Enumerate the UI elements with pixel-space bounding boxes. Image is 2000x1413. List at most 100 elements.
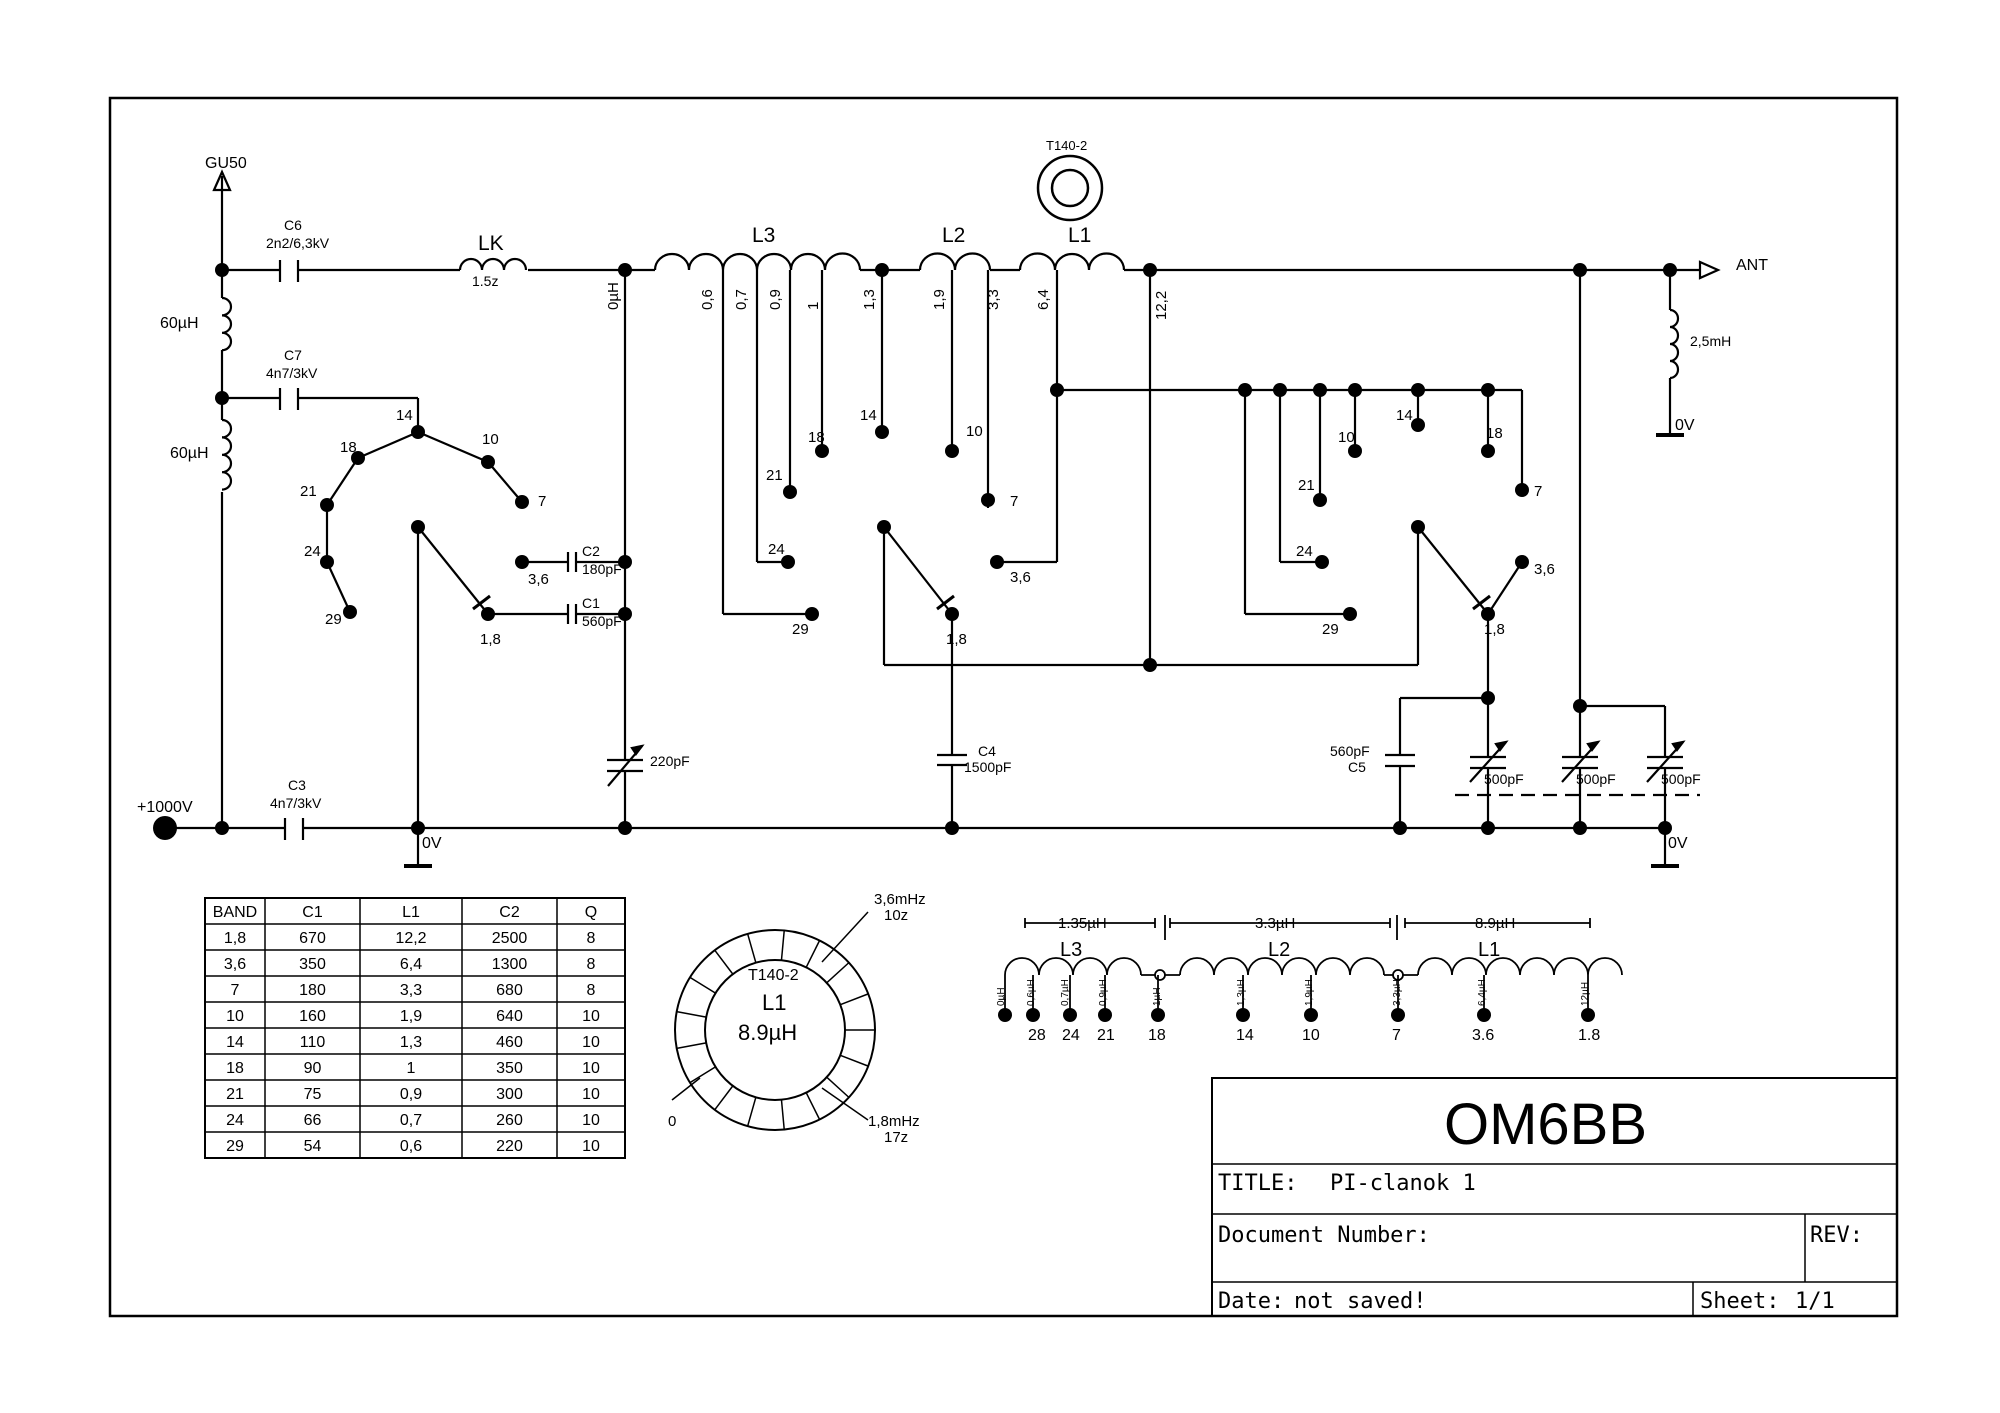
toroid-turn xyxy=(714,949,734,975)
table-cell: 1,8 xyxy=(224,930,246,947)
l1-coil xyxy=(1018,252,1126,271)
switch-position-label: 21 xyxy=(1298,477,1315,494)
tap-label: 0µH xyxy=(605,282,622,310)
table-cell: 8 xyxy=(587,930,596,947)
c7-value: 4n7/3kV xyxy=(266,365,318,381)
coil-junction xyxy=(1154,969,1166,981)
toroid-turn xyxy=(826,1076,850,1098)
toroid-core: T140-2 xyxy=(748,967,799,984)
l2-small-coil xyxy=(1179,957,1385,976)
title-label: TITLE: xyxy=(1218,1171,1297,1196)
toroid-turn xyxy=(714,1085,734,1111)
c7-name: C7 xyxy=(284,347,302,363)
table-cell: 0,6 xyxy=(400,1138,422,1155)
c1-name: C1 xyxy=(582,595,600,611)
lk-name: LK xyxy=(478,232,504,255)
switch-position-label: 14 xyxy=(1396,407,1413,424)
coil-band-label: 14 xyxy=(1236,1027,1254,1044)
table-cell: 12,2 xyxy=(395,930,426,947)
table-cell: 640 xyxy=(496,1008,523,1025)
inductor-labels: LK L3 L2 L1 xyxy=(478,224,1091,255)
l1-small-label: L1 xyxy=(1478,939,1500,961)
coil-tap-dot xyxy=(1581,1008,1595,1022)
coil-band-label: 28 xyxy=(1028,1027,1046,1044)
c5-name: C5 xyxy=(1348,759,1366,775)
l2-coil xyxy=(918,252,992,271)
l3-small-coil xyxy=(1004,957,1142,976)
table-cell: 220 xyxy=(496,1138,523,1155)
toroid-top-freq: 3,6mHz xyxy=(874,891,926,908)
rev-label: REV: xyxy=(1810,1223,1863,1248)
rfc-coil xyxy=(1669,308,1680,380)
table-cell: 680 xyxy=(496,982,523,999)
c1-value: 560pF xyxy=(582,613,622,629)
table-cell: 3,3 xyxy=(400,982,422,999)
coil-band-label: 10 xyxy=(1302,1027,1320,1044)
toroid-turn xyxy=(780,1099,785,1130)
switch-position-label: 3,6 xyxy=(1010,569,1031,586)
tap-label: 0,7 xyxy=(733,289,750,310)
tap-label: 0,6 xyxy=(699,289,716,310)
switch-position-label: 1,8 xyxy=(946,631,967,648)
switch-position-label: 10 xyxy=(482,431,499,448)
date-value: not saved! xyxy=(1294,1289,1426,1314)
tune-cap-value: 220pF xyxy=(650,753,690,769)
table-cell: 8 xyxy=(587,956,596,973)
coil-tap-value: 1,3µH xyxy=(1236,979,1247,1006)
coil-tap-dot xyxy=(1151,1008,1165,1022)
choke1-coil xyxy=(221,296,233,352)
segment-inductance: 1.35µH xyxy=(1058,915,1107,932)
table-cell: 8 xyxy=(587,982,596,999)
load-cap3-value: 500pF xyxy=(1661,771,1701,787)
toroid-turn xyxy=(676,1042,707,1050)
coil-tap-dot xyxy=(1236,1008,1250,1022)
l3-name: L3 xyxy=(752,224,775,247)
switch-position-label: 3,6 xyxy=(1534,561,1555,578)
table-cell: 10 xyxy=(582,1060,600,1077)
table-cell: 1300 xyxy=(492,956,528,973)
tap-label: 3,3 xyxy=(985,289,1002,310)
coil-tap-value: 0µH xyxy=(996,987,1007,1006)
c3-value: 4n7/3kV xyxy=(270,795,322,811)
table-cell: 10 xyxy=(582,1008,600,1025)
coil-band-label: 21 xyxy=(1097,1027,1115,1044)
toroid-bottom-turns: 17z xyxy=(884,1129,908,1146)
coil-tap-value: 6,4µH xyxy=(1477,979,1488,1006)
c4-name: C4 xyxy=(978,743,996,759)
table-cell: 66 xyxy=(304,1112,322,1129)
table-cell: 670 xyxy=(299,930,326,947)
switch-position-label: 1,8 xyxy=(1484,621,1505,638)
toroid-bottom-freq: 1,8mHz xyxy=(868,1113,920,1130)
company-name: OM6BB xyxy=(1444,1092,1647,1157)
table-cell: 1,9 xyxy=(400,1008,422,1025)
toroid-turn xyxy=(746,1097,757,1127)
segment-inductance: 3.3µH xyxy=(1255,915,1295,932)
rfc-label: 2,5mH xyxy=(1690,333,1731,349)
title-value: PI-clanok 1 xyxy=(1330,1171,1476,1196)
toroid-turn xyxy=(805,940,821,968)
table-cell: 1,3 xyxy=(400,1034,422,1051)
coil-band-label: 1.8 xyxy=(1578,1027,1600,1044)
coil-tap-dot xyxy=(1026,1008,1040,1022)
toroid-turn xyxy=(826,962,850,984)
l1-name: L1 xyxy=(1068,224,1091,247)
coil-tap-dot xyxy=(1304,1008,1318,1022)
junction-dots xyxy=(153,263,1677,840)
table-cell: 90 xyxy=(304,1060,322,1077)
coil-tap-dot xyxy=(1098,1008,1112,1022)
coil-tap-value: 3,3µH xyxy=(1392,979,1403,1006)
date-label: Date: xyxy=(1218,1289,1284,1314)
coil-tap-value: 1,9µH xyxy=(1304,979,1315,1006)
table-cell: 0,7 xyxy=(400,1112,422,1129)
switch-position-label: 24 xyxy=(304,543,321,560)
coil-tap-value: 0,7µH xyxy=(1060,979,1071,1006)
l1-small-coil xyxy=(1417,957,1623,976)
l2-name: L2 xyxy=(942,224,965,247)
table-cell: 29 xyxy=(226,1138,244,1155)
choke1-label: 60µH xyxy=(160,315,199,332)
gnd-label-1: 0V xyxy=(422,835,442,852)
tap-label: 1,3 xyxy=(861,289,878,310)
